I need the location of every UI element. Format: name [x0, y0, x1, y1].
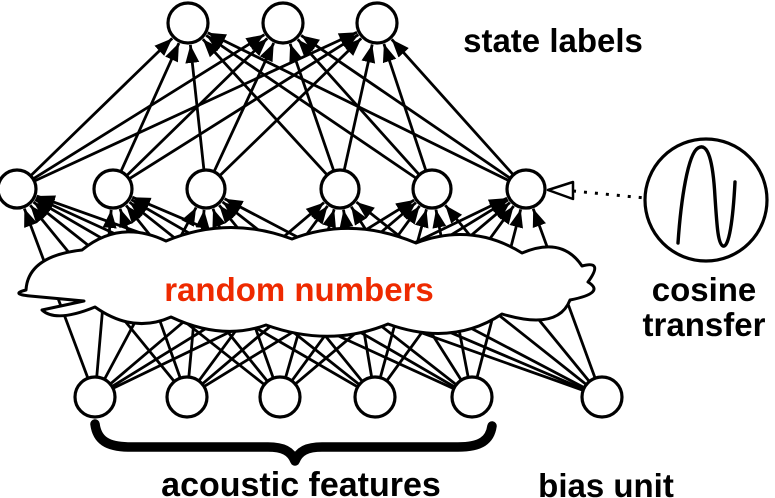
connection-line: [119, 42, 181, 174]
open-arrowhead-icon: [546, 180, 575, 201]
hidden-node: [319, 168, 361, 210]
state-labels-label: state labels: [463, 22, 643, 59]
connection-line: [205, 34, 418, 181]
hidden-node: [92, 168, 134, 210]
hidden-node: [0, 168, 38, 210]
cosine-transfer-node: [643, 137, 769, 263]
dashed-connector: [572, 189, 646, 200]
input-node: [73, 375, 117, 419]
connection-line: [201, 38, 329, 177]
bias-unit-label: bias unit: [538, 467, 674, 498]
input-node: [353, 375, 397, 419]
connection-line: [185, 44, 206, 172]
acoustic-features-label: acoustic features: [161, 466, 441, 498]
sine-wave-icon: [676, 145, 737, 248]
connection-line: [212, 42, 276, 174]
connection-line: [31, 33, 266, 181]
random-numbers-cloud: [17, 226, 597, 338]
connection-line: [207, 31, 511, 183]
connection-line: [390, 38, 516, 177]
output-node: [261, 1, 305, 45]
hidden-node: [185, 168, 227, 210]
input-node: [165, 375, 209, 419]
bias-node: [580, 375, 624, 419]
random-numbers-label: random numbers: [164, 271, 434, 308]
hidden-node: [411, 168, 453, 210]
connection-lines: [23, 30, 597, 392]
input-node: [450, 375, 494, 419]
cosine-transfer-label: cosine transfer: [616, 272, 775, 342]
connection-line: [28, 37, 174, 178]
cosine-transfer-label-line2: transfer: [642, 306, 766, 343]
cosine-transfer-label-line1: cosine: [651, 271, 757, 308]
input-node: [258, 375, 302, 419]
network-nodes: [0, 1, 624, 419]
output-node: [166, 1, 210, 45]
connection-line: [300, 34, 512, 181]
acoustic-features-brace: [90, 419, 497, 466]
output-node: [355, 1, 399, 45]
hidden-node: [505, 168, 547, 210]
